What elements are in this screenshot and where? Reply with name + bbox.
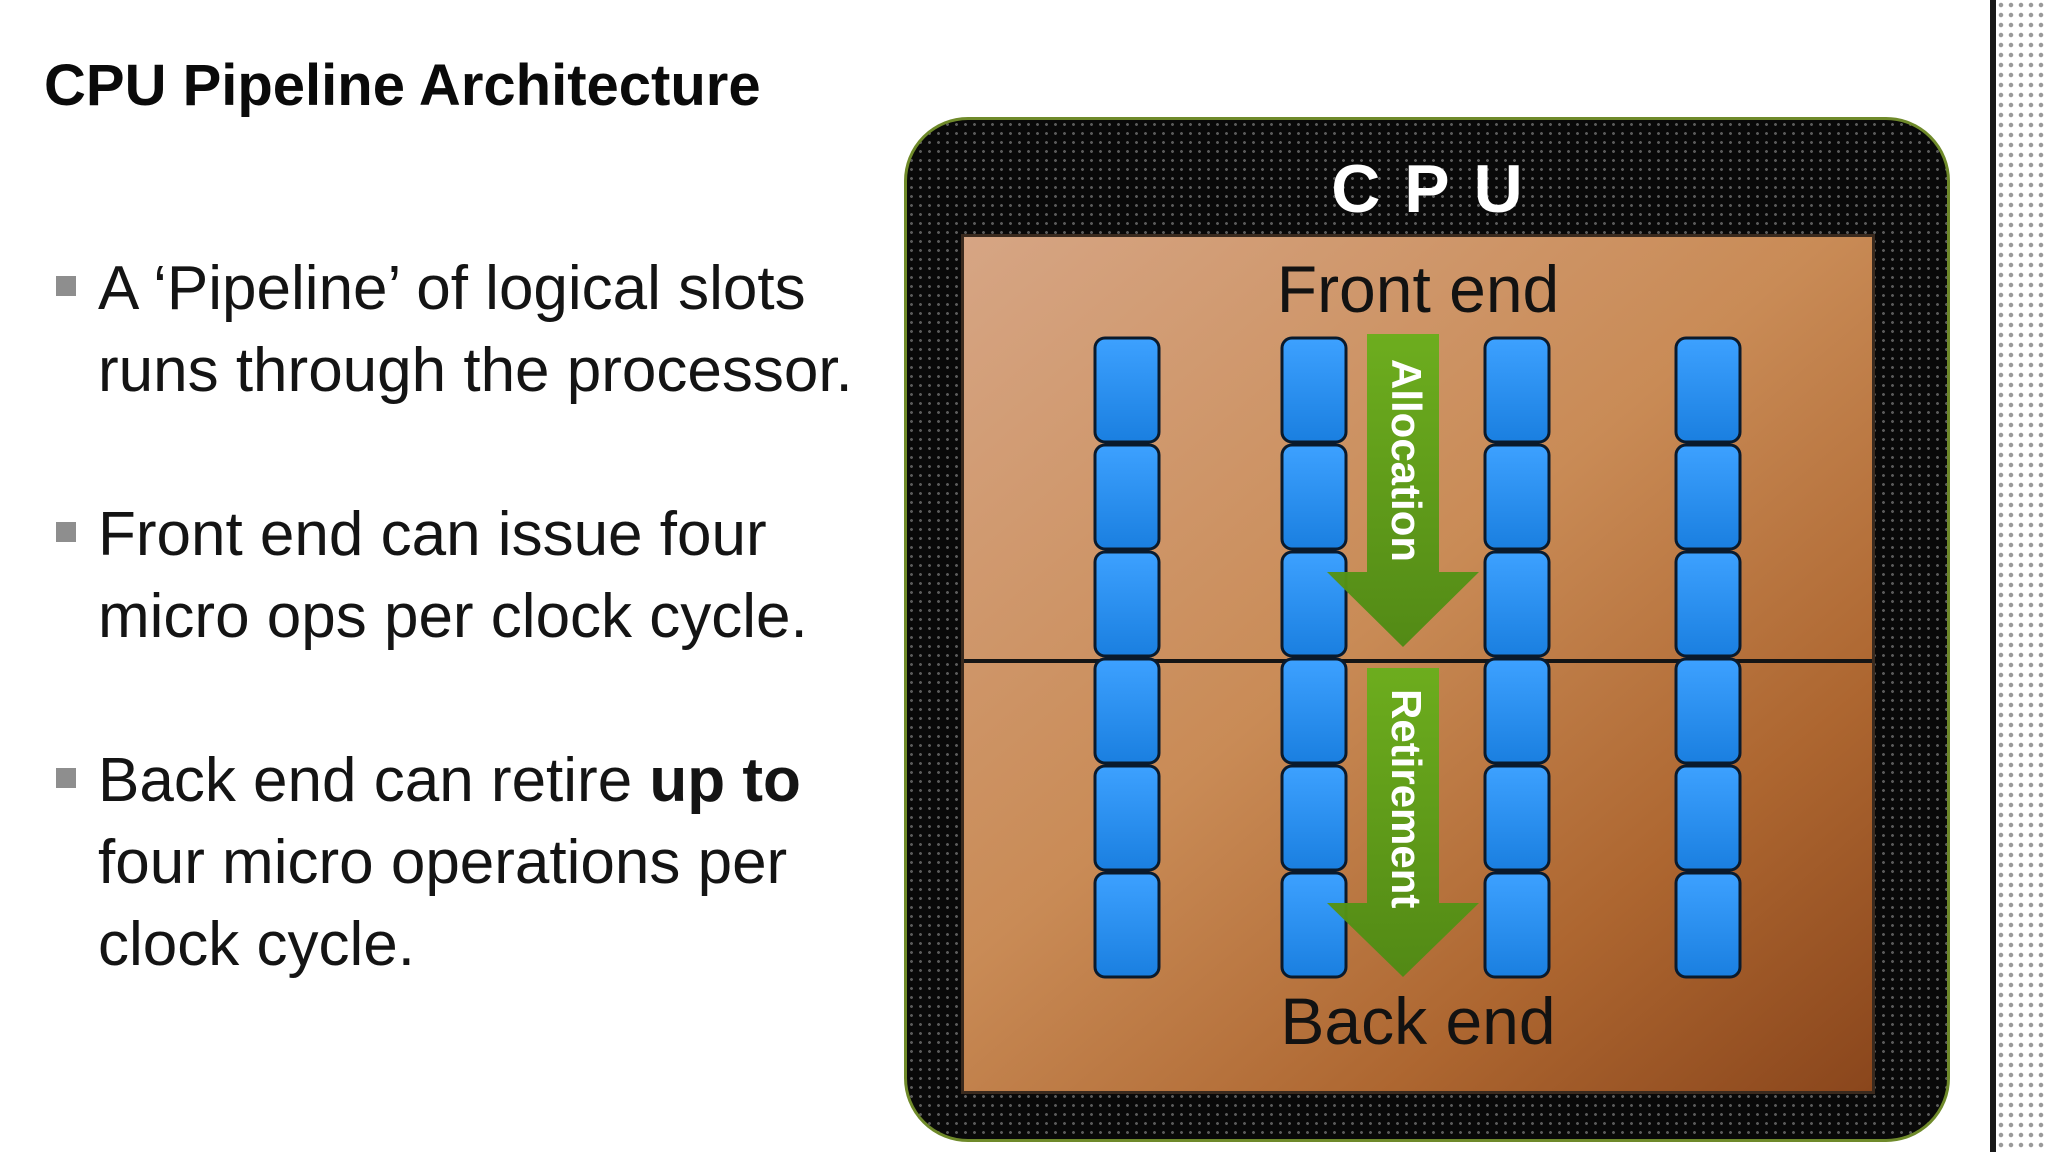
pipeline-slot — [1093, 443, 1161, 551]
bullet-text: Back end can retire — [98, 746, 650, 815]
pipeline-slot — [1280, 871, 1348, 979]
pipeline-slot — [1093, 336, 1161, 444]
retirement-label: Retirement — [1383, 689, 1430, 909]
bullet-line: Front end can issue four — [98, 500, 767, 569]
allocation-label: Allocation — [1383, 359, 1430, 563]
pipeline-slot — [1483, 764, 1551, 872]
pipeline-slot — [1483, 443, 1551, 551]
bullet-emphasis: up to — [649, 746, 801, 815]
allocation-arrow — [1327, 334, 1479, 647]
pipeline-slot — [1483, 336, 1551, 444]
bullet-line: runs through the processor. — [98, 336, 853, 405]
pipeline-slot — [1674, 871, 1742, 979]
back-end-label: Back end — [1280, 984, 1556, 1058]
bullet-line: clock cycle. — [98, 910, 415, 979]
pipeline-slot — [1674, 657, 1742, 765]
pipeline-slot — [1674, 550, 1742, 658]
slide-title: CPU Pipeline Architecture — [44, 53, 761, 118]
bullet-square-icon — [56, 768, 76, 788]
bullet-line: four micro operations per — [98, 828, 788, 897]
pipeline-slot — [1280, 550, 1348, 658]
pipeline-slot — [1483, 550, 1551, 658]
bullet-square-icon — [56, 276, 76, 296]
bullet-line: Back end can retire up to — [98, 740, 928, 822]
bullet-line: A ‘Pipeline’ of logical slots — [98, 254, 806, 323]
pipeline-slot — [1093, 764, 1161, 872]
pipeline-slot — [1093, 550, 1161, 658]
front-end-label: Front end — [1276, 252, 1560, 326]
pipeline-slot — [1280, 764, 1348, 872]
pipeline-slot — [1674, 764, 1742, 872]
bullet-line: micro ops per clock cycle. — [98, 582, 808, 651]
pipeline-slot — [1674, 336, 1742, 444]
cpu-die: Front end Back end Allocation Retirement — [961, 234, 1875, 1094]
pipeline-slot — [1280, 443, 1348, 551]
pipeline-slot — [1280, 657, 1348, 765]
pipeline-slot — [1674, 443, 1742, 551]
pipeline-slot — [1280, 336, 1348, 444]
pipeline-slot — [1483, 657, 1551, 765]
retirement-arrow — [1327, 668, 1479, 977]
pipeline-slot — [1483, 871, 1551, 979]
slide-edge-decoration — [1990, 0, 2048, 1152]
pipeline-slot — [1093, 657, 1161, 765]
pipeline-slot — [1093, 871, 1161, 979]
cpu-chip: CPU Front end Back end Allocation Retire… — [904, 117, 1950, 1142]
pipeline-slots — [1093, 334, 1742, 979]
bullet-square-icon — [56, 522, 76, 542]
pipeline-divider — [964, 659, 1872, 663]
cpu-label: CPU — [1331, 151, 1547, 227]
